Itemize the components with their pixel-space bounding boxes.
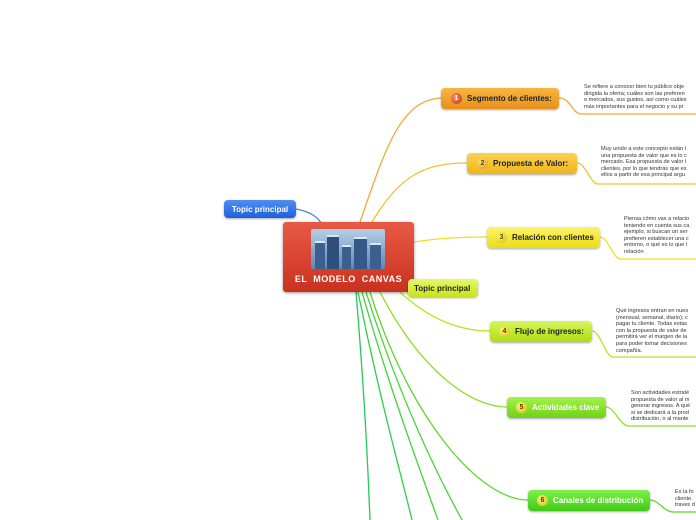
note-actividades-clave: Son actividades estraté propuesta de val… — [631, 390, 690, 423]
number-badge: 3 — [496, 232, 507, 243]
topic-principal-lower-label: Topic principal — [414, 284, 470, 293]
branch-actividades-clave[interactable]: 5 Actividades clave — [507, 397, 606, 418]
number-badge: 1 — [451, 93, 462, 104]
branch-label: Actividades clave — [532, 403, 599, 412]
number-badge: 2 — [477, 158, 488, 169]
central-topic-label: EL MODELO CANVAS — [283, 274, 414, 284]
topic-principal-upper-label: Topic principal — [232, 205, 288, 214]
number-badge: 6 — [537, 495, 548, 506]
topic-principal-lower[interactable]: Topic principal — [408, 279, 478, 297]
branch-label: Relación con clientes — [512, 233, 594, 242]
branch-flujo-ingresos[interactable]: 4 Flujo de ingresos: — [490, 321, 592, 342]
note-relacion-clientes: Piensa cómo vas a relacio teniendo en cu… — [624, 216, 689, 256]
note-canales-distribucion: Es la fo cliente. traves d — [675, 489, 695, 509]
branch-label: Canales de distribución — [553, 496, 643, 505]
business-people-icon — [311, 229, 385, 269]
branch-label: Segmento de clientes: — [467, 94, 552, 103]
note-flujo-ingresos: Qué ingresos entran en nues (mensual, se… — [616, 308, 688, 354]
number-badge: 5 — [516, 402, 527, 413]
branch-relacion-clientes[interactable]: 3 Relación con clientes — [487, 227, 600, 248]
branch-propuesta-valor[interactable]: 2 Propuesta de Valor: — [467, 153, 577, 174]
number-badge: 4 — [499, 326, 510, 337]
topic-principal-upper[interactable]: Topic principal — [224, 200, 296, 218]
branch-label: Propuesta de Valor: — [493, 159, 568, 168]
branch-segmento-clientes[interactable]: 1 Segmento de clientes: — [441, 88, 559, 109]
note-propuesta-valor: Muy unido a este concepto están l una pr… — [601, 146, 687, 179]
note-segmento-clientes: Se refiere a conocer bien tu público obj… — [584, 84, 687, 110]
branch-label: Flujo de ingresos: — [515, 327, 584, 336]
central-topic[interactable]: EL MODELO CANVAS — [283, 222, 414, 292]
branch-canales-distribucion[interactable]: 6 Canales de distribución — [528, 490, 650, 511]
